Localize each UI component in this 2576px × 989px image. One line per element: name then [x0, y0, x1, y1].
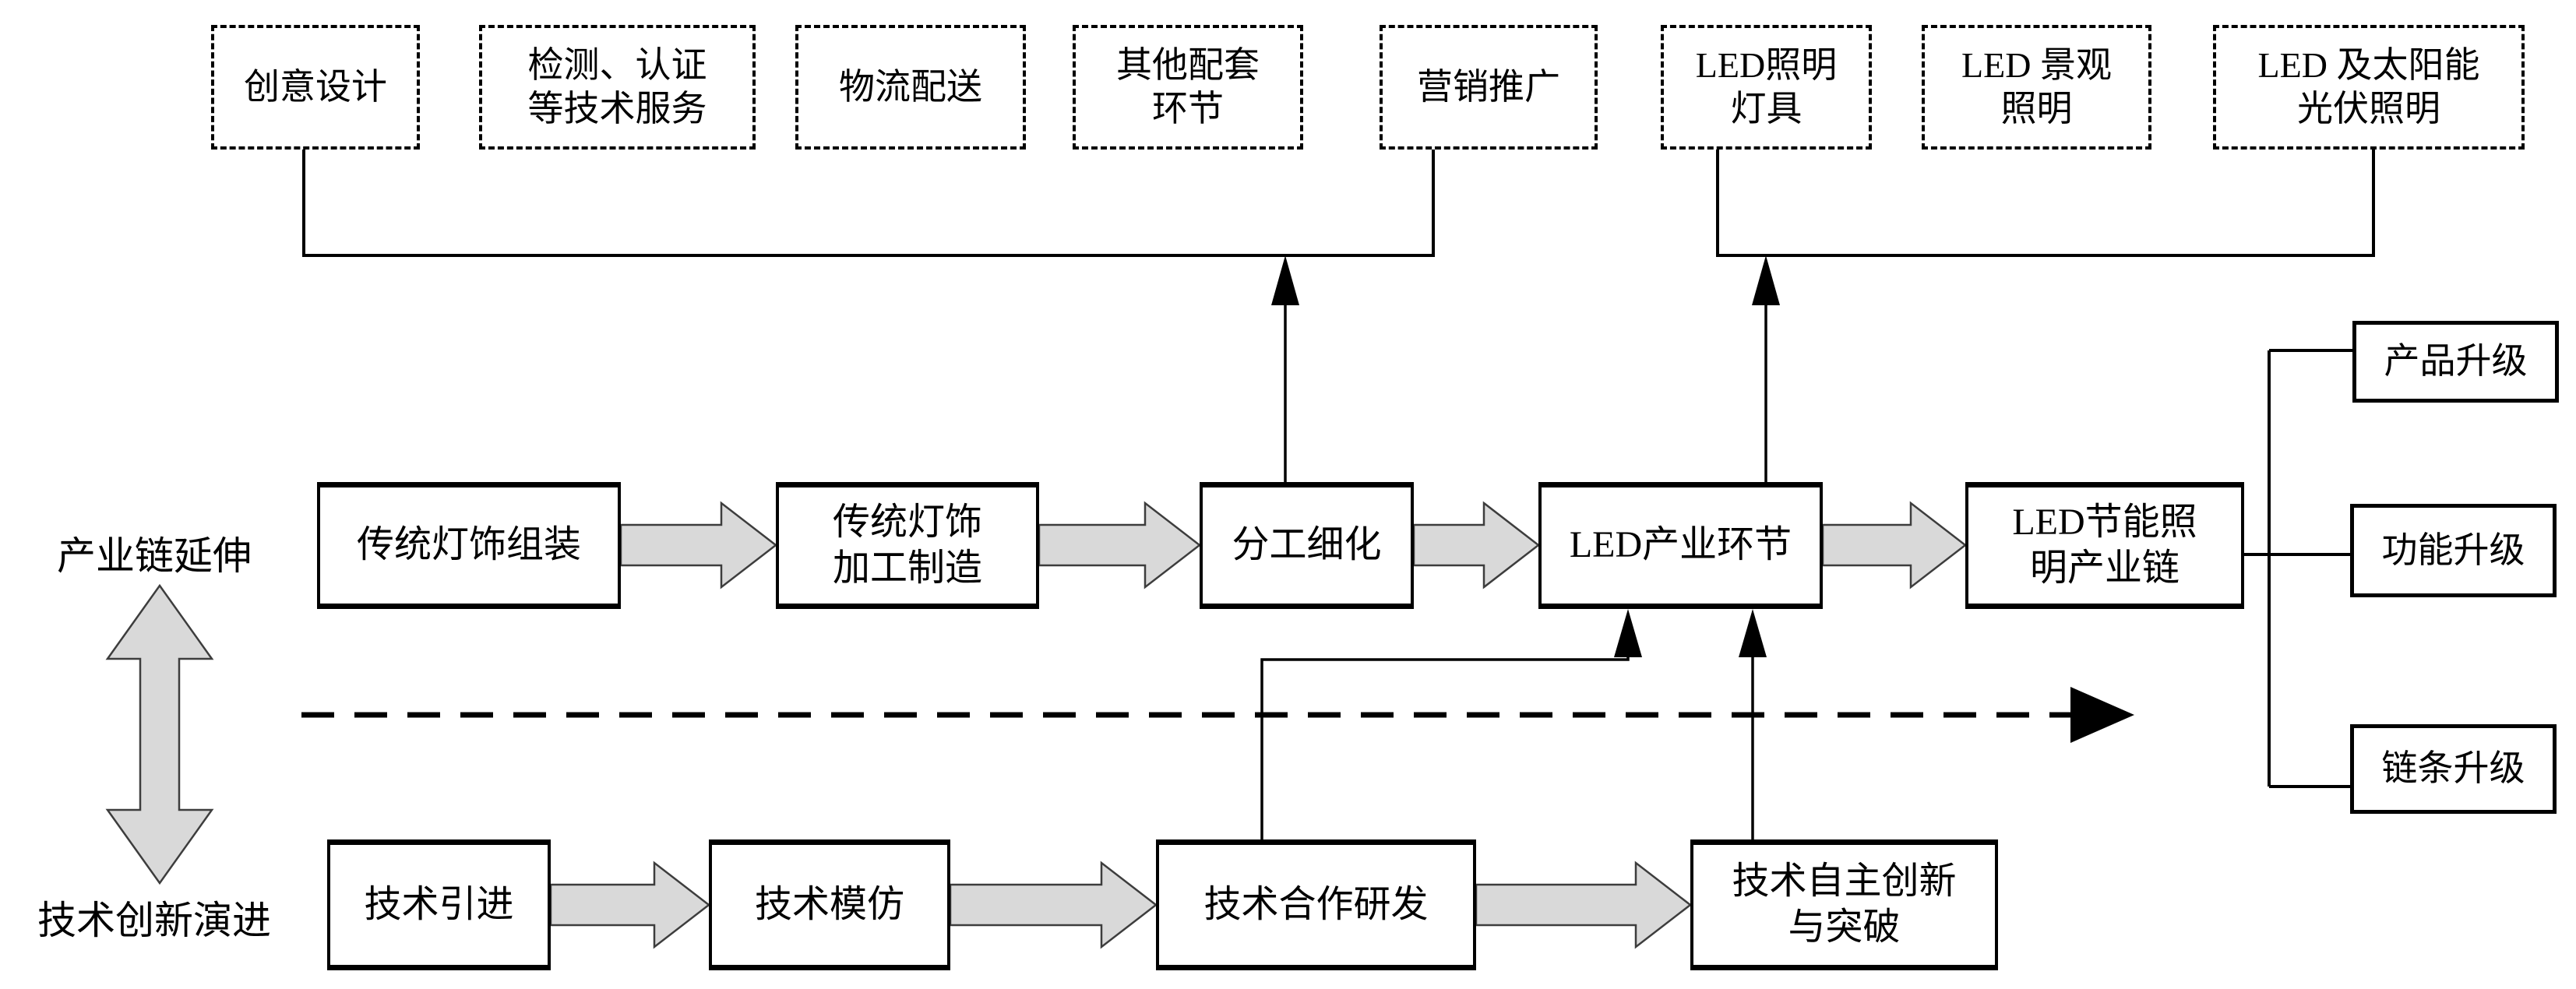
dashed-box-other-supporting-links: 其他配套 环节 [1073, 25, 1303, 150]
dashed-box-testing-certification-services: 检测、认证 等技术服务 [479, 25, 756, 150]
support-boxes-bracket [302, 150, 1435, 257]
box-chain-upgrade: 链条升级 [2350, 724, 2557, 814]
box-tech-independent-innovation: 技术自主创新 与突破 [1690, 839, 1998, 970]
led-product-boxes-bracket [1716, 150, 2375, 257]
box-function-upgrade: 功能升级 [2350, 504, 2557, 597]
label-industry-chain-extension: 产业链延伸 [57, 534, 252, 578]
double-headed-arrow [105, 583, 214, 885]
dashed-box-creative-design: 创意设计 [211, 25, 420, 150]
dashed-box-led-landscape-lighting: LED 景观 照明 [1922, 25, 2151, 150]
box-tech-imitation: 技术模仿 [709, 839, 950, 970]
box-traditional-lighting-manufacturing: 传统灯饰 加工制造 [776, 482, 1039, 609]
dashed-box-led-lighting-fixtures: LED照明 灯具 [1661, 25, 1872, 150]
block-arrow-assembly-to-manufacturing [619, 501, 778, 590]
independent-innovation-to-led-arrowhead [1739, 609, 1767, 657]
dashed-box-logistics-distribution: 物流配送 [795, 25, 1026, 150]
cooperative-rd-to-led-arrowhead [1614, 609, 1642, 657]
box-tech-introduction: 技术引进 [327, 839, 551, 970]
box-tech-cooperative-rd: 技术合作研发 [1156, 839, 1476, 970]
block-arrow-refinement-to-led-industry [1412, 501, 1541, 590]
led-industry-up-arrowhead [1752, 255, 1780, 305]
box-traditional-lighting-assembly: 传统灯饰组装 [317, 482, 621, 609]
box-led-energy-saving-lighting-chain: LED节能照 明产业链 [1965, 482, 2244, 609]
label-tech-innovation-evolution: 技术创新演进 [37, 899, 271, 942]
box-product-upgrade: 产品升级 [2352, 321, 2559, 403]
cooperative-rd-to-led-line [1260, 619, 1630, 841]
block-arrow-manufacturing-to-refinement [1038, 501, 1202, 590]
block-arrow-led-industry-to-chain [1821, 501, 1968, 590]
block-arrow-cooperative-to-independent [1475, 861, 1693, 949]
division-refinement-up-arrowhead [1271, 255, 1299, 305]
block-arrow-introduction-to-imitation [549, 861, 711, 949]
dashed-box-led-solar-pv-lighting: LED 及太阳能 光伏照明 [2213, 25, 2525, 150]
dashed-box-marketing-promotion: 营销推广 [1380, 25, 1598, 150]
box-division-of-labor-refinement: 分工细化 [1200, 482, 1414, 609]
block-arrow-imitation-to-cooperative [949, 861, 1158, 949]
evolution-dashed-axis-arrowhead [2070, 687, 2134, 743]
box-led-industry-links: LED产业环节 [1538, 482, 1823, 609]
